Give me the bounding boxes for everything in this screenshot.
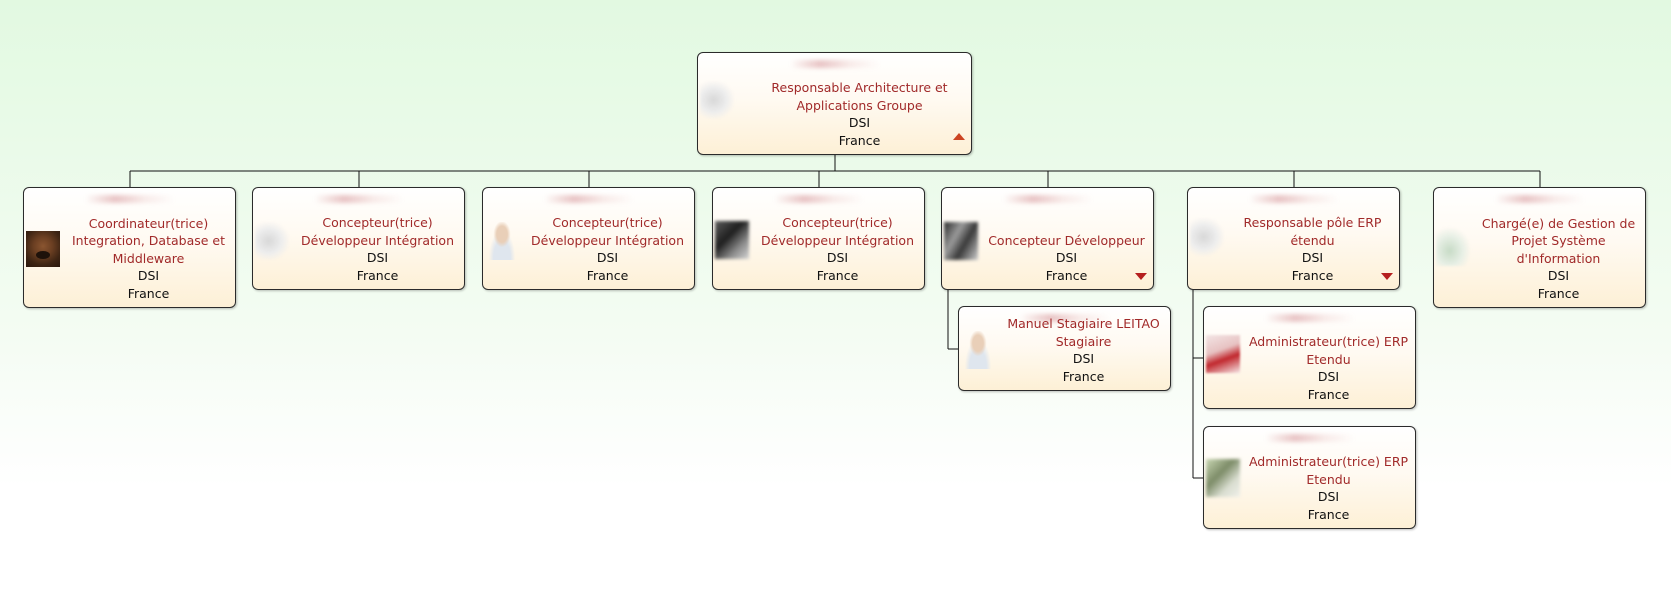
redacted-name [1248,195,1339,203]
root-card[interactable]: Responsable Architecture et Applications… [697,52,972,155]
card-text: Concepteur(trice) Développeur Intégratio… [755,188,920,289]
redacted-name [773,195,864,203]
profile-photo [944,222,978,260]
position-title: Administrateur(trice) ERP Etendu [1248,454,1409,487]
card-text: Concepteur(trice) Développeur Intégratio… [525,188,690,289]
department: DSI [1317,369,1340,384]
redacted-name [1002,195,1093,203]
position-title: Administrateur(trice) ERP Etendu [1248,334,1409,367]
department: DSI [1055,250,1078,265]
position-title: Manuel Stagiaire LEITAO Stagiaire [1007,316,1160,349]
profile-photo [1436,228,1470,266]
country: France [586,267,629,283]
position-title: Concepteur(trice) Développeur Intégratio… [761,215,914,248]
department: DSI [1317,489,1340,504]
department: DSI [366,250,389,265]
profile-photo [255,222,289,260]
country: France [838,132,881,148]
expand-arrow-down-icon[interactable] [1381,273,1393,280]
country: France [127,285,170,301]
department: DSI [137,268,160,283]
country: France [1045,267,1088,283]
dog-photo [26,231,60,267]
avatar-placeholder-icon [485,222,519,260]
redacted-name [84,195,175,203]
position-title: Concepteur(trice) Développeur Intégratio… [301,215,454,248]
redacted-name [1494,195,1585,203]
redacted-name [789,60,880,68]
position-title: Coordinateur(trice) Integration, Databas… [71,215,226,266]
country: France [1291,267,1334,283]
card-text: Coordinateur(trice) Integration, Databas… [66,188,231,307]
profile-photo [1190,218,1224,256]
child-card[interactable]: Chargé(e) de Gestion de Projet Système d… [1433,187,1646,308]
department: DSI [848,115,871,130]
department: DSI [1547,268,1570,283]
redacted-name [543,195,634,203]
position-title: Chargé(e) de Gestion de Projet Système d… [1481,215,1636,266]
position-title: Responsable Architecture et Applications… [771,80,948,113]
redacted-name [1264,314,1355,322]
position-title: Concepteur(trice) Développeur Intégratio… [531,215,684,248]
child-card[interactable]: Coordinateur(trice) Integration, Databas… [23,187,236,308]
child-card[interactable]: Concepteur(trice) Développeur Intégratio… [252,187,465,290]
card-text: Chargé(e) de Gestion de Projet Système d… [1476,188,1641,307]
profile-photo [1206,335,1240,373]
card-text: Concepteur(trice) Développeur Intégratio… [295,188,460,289]
child-card[interactable]: Concepteur(trice) Développeur Intégratio… [482,187,695,290]
country: France [1537,285,1580,301]
department: DSI [1301,250,1324,265]
country: France [816,267,859,283]
avatar-placeholder-icon [961,331,995,369]
department: DSI [1072,351,1095,366]
profile-photo [715,221,749,259]
profile-photo [1206,459,1240,497]
redacted-name [313,195,404,203]
country: France [356,267,399,283]
country: France [1062,368,1105,384]
card-text: Responsable Architecture et Applications… [760,53,959,154]
collapse-arrow-up-icon[interactable] [953,133,965,140]
redacted-name [1019,314,1110,322]
profile-photo [700,81,734,119]
expand-arrow-down-icon[interactable] [1135,273,1147,280]
position-title: Concepteur Développeur [988,232,1145,248]
country: France [1307,506,1350,522]
department: DSI [596,250,619,265]
child-card[interactable]: Concepteur(trice) Développeur Intégratio… [712,187,925,290]
country: France [1307,386,1350,402]
department: DSI [826,250,849,265]
redacted-name [1264,434,1355,442]
position-title: Responsable pôle ERP étendu [1243,215,1382,248]
